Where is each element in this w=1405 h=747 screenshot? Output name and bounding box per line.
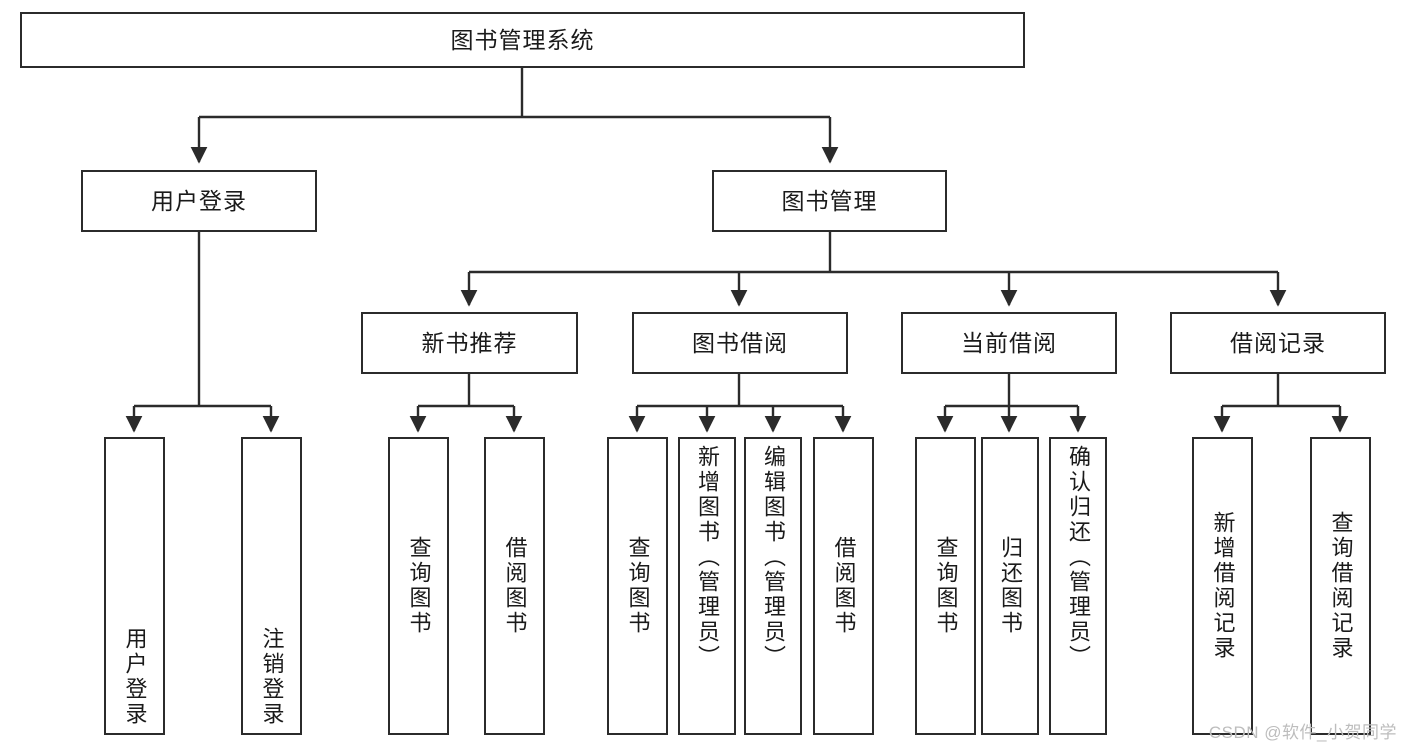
leaf-borrow-record-add-record[interactable]: 新增借阅记录 bbox=[1192, 437, 1253, 735]
leaf-user-login-login[interactable]: 用户登录 bbox=[104, 437, 165, 735]
node-root-library-system[interactable]: 图书管理系统 bbox=[20, 12, 1025, 68]
node-label: 确认归还（管理员） bbox=[1066, 445, 1091, 670]
leaf-user-login-logout[interactable]: 注销登录 bbox=[241, 437, 302, 735]
leaf-borrow-record-query-record[interactable]: 查询借阅记录 bbox=[1310, 437, 1371, 735]
leaf-book-borrow-edit-book-admin[interactable]: 编辑图书（管理员） bbox=[744, 437, 802, 735]
node-label: 查询图书 bbox=[933, 536, 959, 636]
node-label: 查询借阅记录 bbox=[1328, 511, 1354, 661]
node-book-borrow[interactable]: 图书借阅 bbox=[632, 312, 848, 374]
node-label: 查询图书 bbox=[406, 536, 432, 636]
node-label: 注销登录 bbox=[259, 627, 285, 727]
node-label: 新书推荐 bbox=[421, 329, 518, 356]
node-label: 归还图书 bbox=[998, 536, 1023, 636]
node-label: 编辑图书（管理员） bbox=[761, 445, 786, 670]
node-label: 用户登录 bbox=[151, 187, 247, 214]
node-label: 当前借阅 bbox=[961, 329, 1057, 356]
node-label: 图书借阅 bbox=[692, 329, 788, 356]
leaf-book-borrow-query-book[interactable]: 查询图书 bbox=[607, 437, 668, 735]
node-borrow-record[interactable]: 借阅记录 bbox=[1170, 312, 1386, 374]
node-user-login[interactable]: 用户登录 bbox=[81, 170, 317, 232]
leaf-current-borrow-query-book[interactable]: 查询图书 bbox=[915, 437, 976, 735]
node-label: 查询图书 bbox=[625, 536, 651, 636]
node-label: 用户登录 bbox=[122, 627, 148, 727]
node-current-borrow[interactable]: 当前借阅 bbox=[901, 312, 1117, 374]
leaf-new-book-borrow-book[interactable]: 借阅图书 bbox=[484, 437, 545, 735]
node-label: 新增借阅记录 bbox=[1210, 511, 1236, 661]
node-label: 新增图书（管理员） bbox=[695, 445, 720, 670]
leaf-current-borrow-confirm-return-admin[interactable]: 确认归还（管理员） bbox=[1049, 437, 1107, 735]
node-label: 借阅图书 bbox=[831, 536, 857, 636]
leaf-current-borrow-return-book[interactable]: 归还图书 bbox=[981, 437, 1039, 735]
node-label: 借阅记录 bbox=[1230, 329, 1326, 356]
leaf-book-borrow-borrow-book[interactable]: 借阅图书 bbox=[813, 437, 874, 735]
node-book-management[interactable]: 图书管理 bbox=[712, 170, 947, 232]
node-new-book-recommend[interactable]: 新书推荐 bbox=[361, 312, 578, 374]
node-label: 图书管理系统 bbox=[450, 26, 595, 53]
node-label: 图书管理 bbox=[781, 187, 878, 214]
node-label: 借阅图书 bbox=[502, 536, 528, 636]
leaf-new-book-query-book[interactable]: 查询图书 bbox=[388, 437, 449, 735]
watermark: CSDN @软件_小贺同学 bbox=[1208, 723, 1397, 742]
leaf-book-borrow-add-book-admin[interactable]: 新增图书（管理员） bbox=[678, 437, 736, 735]
